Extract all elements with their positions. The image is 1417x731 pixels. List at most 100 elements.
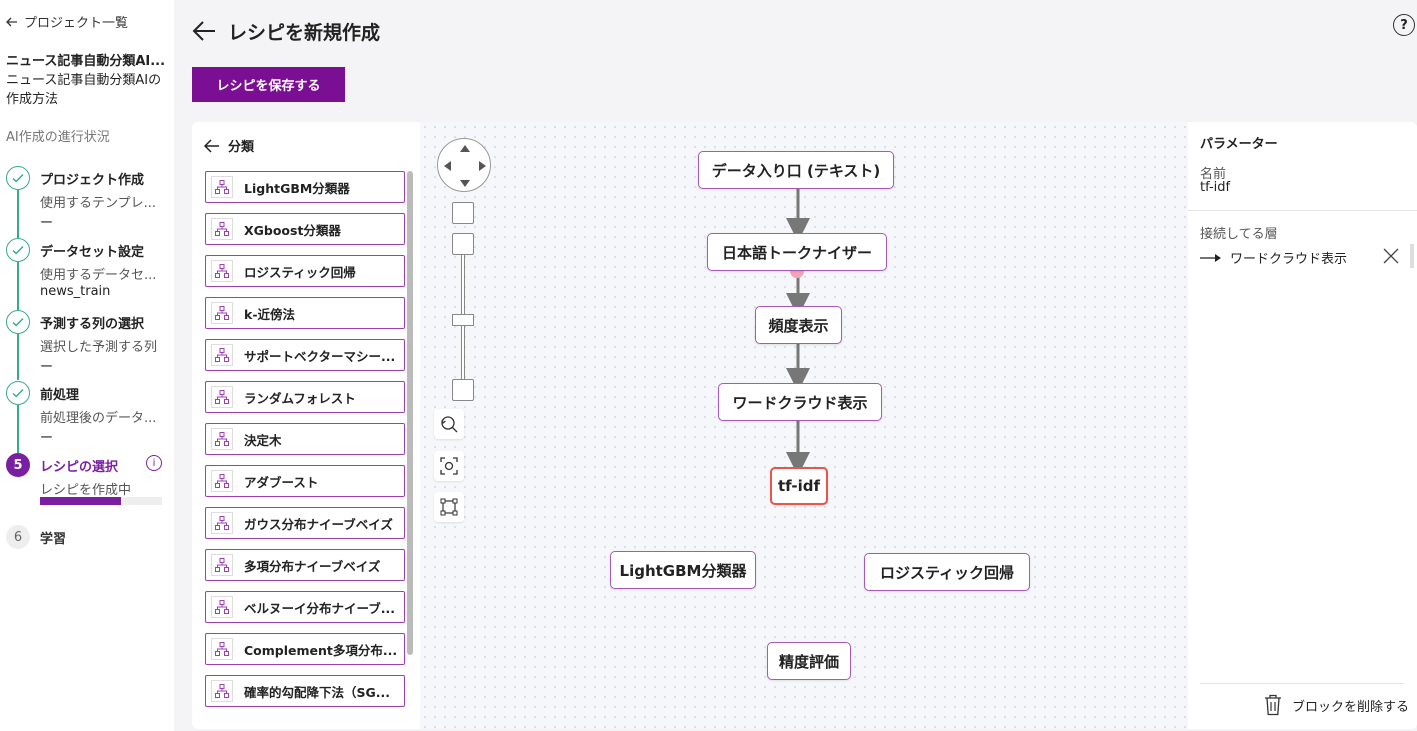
- step-preprocess[interactable]: 前処理 前処理後のデータ... ー: [6, 381, 170, 446]
- hierarchy-icon: [211, 176, 233, 198]
- zoom-fit-button[interactable]: [452, 202, 474, 224]
- hierarchy-icon: [211, 386, 233, 408]
- library-item-label: 確率的勾配降下法（SG...: [244, 684, 391, 700]
- check-icon: [12, 317, 24, 327]
- library-item-label: ガウス分布ナイーブベイズ: [244, 516, 393, 532]
- step-value: ー: [40, 431, 54, 446]
- library-item[interactable]: 決定木: [205, 423, 405, 455]
- block-library-panel: 分類 LightGBM分類器 XGboost分類器ロジスティック回帰 k-近傍法サポ…: [192, 122, 420, 729]
- step-name: 学習: [40, 532, 67, 547]
- library-item[interactable]: Complement多項分布...: [205, 633, 405, 665]
- library-item[interactable]: k-近傍法: [205, 297, 405, 329]
- name-value: tf-idf: [1200, 180, 1231, 195]
- divider: [1200, 683, 1404, 684]
- step-training[interactable]: 6 学習: [6, 525, 170, 551]
- step-project-create[interactable]: プロジェクト作成 使用するテンプレ... ー: [6, 166, 170, 231]
- page-title: レシピを新規作成: [228, 22, 381, 44]
- check-icon: [12, 173, 24, 183]
- library-scrollbar[interactable]: [407, 171, 413, 655]
- library-item-label: Complement多項分布...: [244, 642, 398, 658]
- library-item[interactable]: サポートベクターマシー...: [205, 339, 405, 371]
- library-item-label: LightGBM分類器: [244, 180, 350, 196]
- select-area-button[interactable]: [434, 492, 464, 522]
- divider: [1188, 210, 1417, 211]
- step-number-badge: 5: [6, 453, 30, 477]
- recipe-canvas[interactable]: データ入り口 (テキスト) 日本語トークナイザー 頻度表示 ワードクラウド表示 …: [420, 122, 1188, 729]
- hierarchy-icon: [211, 470, 233, 492]
- library-item[interactable]: 多項分布ナイーブベイズ: [205, 549, 405, 581]
- project-title: ニュース記事自動分類AI...: [6, 54, 166, 69]
- node-japanese-tokenizer[interactable]: 日本語トークナイザー: [707, 233, 887, 271]
- recipe-progress-bar: [40, 497, 162, 505]
- library-item[interactable]: XGboost分類器: [205, 213, 405, 245]
- step-name: プロジェクト作成: [40, 173, 145, 188]
- library-item[interactable]: 確率的勾配降下法（SG...: [205, 675, 405, 707]
- library-item[interactable]: アダブースト: [205, 465, 405, 497]
- library-item[interactable]: ガウス分布ナイーブベイズ: [205, 507, 405, 539]
- library-item[interactable]: ランダムフォレスト: [205, 381, 405, 413]
- save-recipe-button[interactable]: レシピを保存する: [192, 67, 345, 102]
- hierarchy-icon: [211, 260, 233, 282]
- library-item-label: 多項分布ナイーブベイズ: [244, 558, 381, 574]
- step-dataset[interactable]: データセット設定 使用するデータセ... news_train: [6, 238, 170, 299]
- trash-icon: [1265, 694, 1281, 716]
- node-tfidf[interactable]: tf-idf: [770, 467, 828, 505]
- close-icon[interactable]: [1383, 248, 1399, 264]
- check-icon: [12, 388, 24, 398]
- focus-button[interactable]: [434, 451, 464, 481]
- hierarchy-icon: [211, 554, 233, 576]
- hierarchy-icon: [211, 680, 233, 702]
- library-item[interactable]: ベルヌーイ分布ナイーブ...: [205, 591, 405, 623]
- hierarchy-icon: [211, 218, 233, 240]
- step-recipe-select[interactable]: 5 レシピの選択 i レシピを作成中: [6, 453, 170, 513]
- step-value: news_train: [40, 284, 111, 299]
- step-connector: [17, 190, 19, 238]
- hierarchy-icon: [211, 596, 233, 618]
- step-name: 前処理: [40, 388, 80, 403]
- back-arrow-icon[interactable]: [192, 20, 216, 42]
- library-item-label: ロジスティック回帰: [244, 264, 356, 280]
- step-done-indicator: [6, 238, 30, 262]
- params-scrollbar[interactable]: [1410, 244, 1414, 268]
- step-done-indicator: [6, 166, 30, 190]
- delete-block-button[interactable]: ブロックを削除する: [1264, 694, 1409, 716]
- connected-layer-name: ワードクラウド表示: [1230, 252, 1348, 267]
- reset-view-button[interactable]: [434, 409, 464, 439]
- hierarchy-icon: [211, 428, 233, 450]
- step-name: データセット設定: [40, 245, 145, 260]
- left-sidebar: プロジェクト一覧 ニュース記事自動分類AI... ニュース記事自動分類AIの作成…: [0, 0, 174, 731]
- arrow-left-icon: [6, 17, 17, 26]
- node-wordcloud-display[interactable]: ワードクラウド表示: [718, 383, 882, 421]
- step-connector: [17, 262, 19, 310]
- hierarchy-icon: [211, 344, 233, 366]
- step-target-column[interactable]: 予測する列の選択 選択した予測する列 ー: [6, 310, 170, 375]
- back-to-projects-link[interactable]: プロジェクト一覧: [6, 12, 128, 31]
- library-item-label: ランダムフォレスト: [244, 390, 356, 406]
- focus-icon: [440, 457, 458, 475]
- library-item[interactable]: ロジスティック回帰: [205, 255, 405, 287]
- library-item-label: 決定木: [244, 432, 282, 448]
- node-data-input[interactable]: データ入り口 (テキスト): [698, 151, 894, 189]
- node-accuracy-eval[interactable]: 精度評価: [767, 642, 851, 680]
- step-detail: レシピを作成中: [40, 483, 132, 498]
- node-lightgbm[interactable]: LightGBM分類器: [610, 551, 756, 589]
- step-name: レシピの選択: [40, 460, 119, 475]
- step-number-badge: 6: [6, 525, 30, 549]
- pan-control[interactable]: [437, 138, 491, 192]
- step-value: ー: [40, 360, 54, 375]
- arrow-right-icon: [1200, 253, 1221, 262]
- zoom-in-button[interactable]: [452, 233, 474, 255]
- pan-arrows-icon: [444, 145, 486, 187]
- library-back-button[interactable]: 分類: [204, 136, 254, 155]
- connected-layer-row: ワードクラウド表示: [1200, 248, 1347, 267]
- parameters-panel: パラメーター 名前 tf-idf 接続してる層 ワードクラウド表示 ブロックを削…: [1188, 122, 1417, 729]
- node-logistic-regression[interactable]: ロジスティック回帰: [864, 553, 1030, 591]
- node-frequency-display[interactable]: 頻度表示: [755, 306, 842, 344]
- help-icon[interactable]: ?: [1393, 14, 1415, 36]
- step-value: ー: [40, 216, 54, 231]
- library-item[interactable]: LightGBM分類器: [205, 171, 405, 203]
- zoom-slider-handle[interactable]: [452, 314, 474, 326]
- zoom-out-button[interactable]: [452, 379, 474, 401]
- info-icon[interactable]: i: [146, 455, 162, 471]
- progress-section-label: AI作成の進行状況: [6, 130, 110, 145]
